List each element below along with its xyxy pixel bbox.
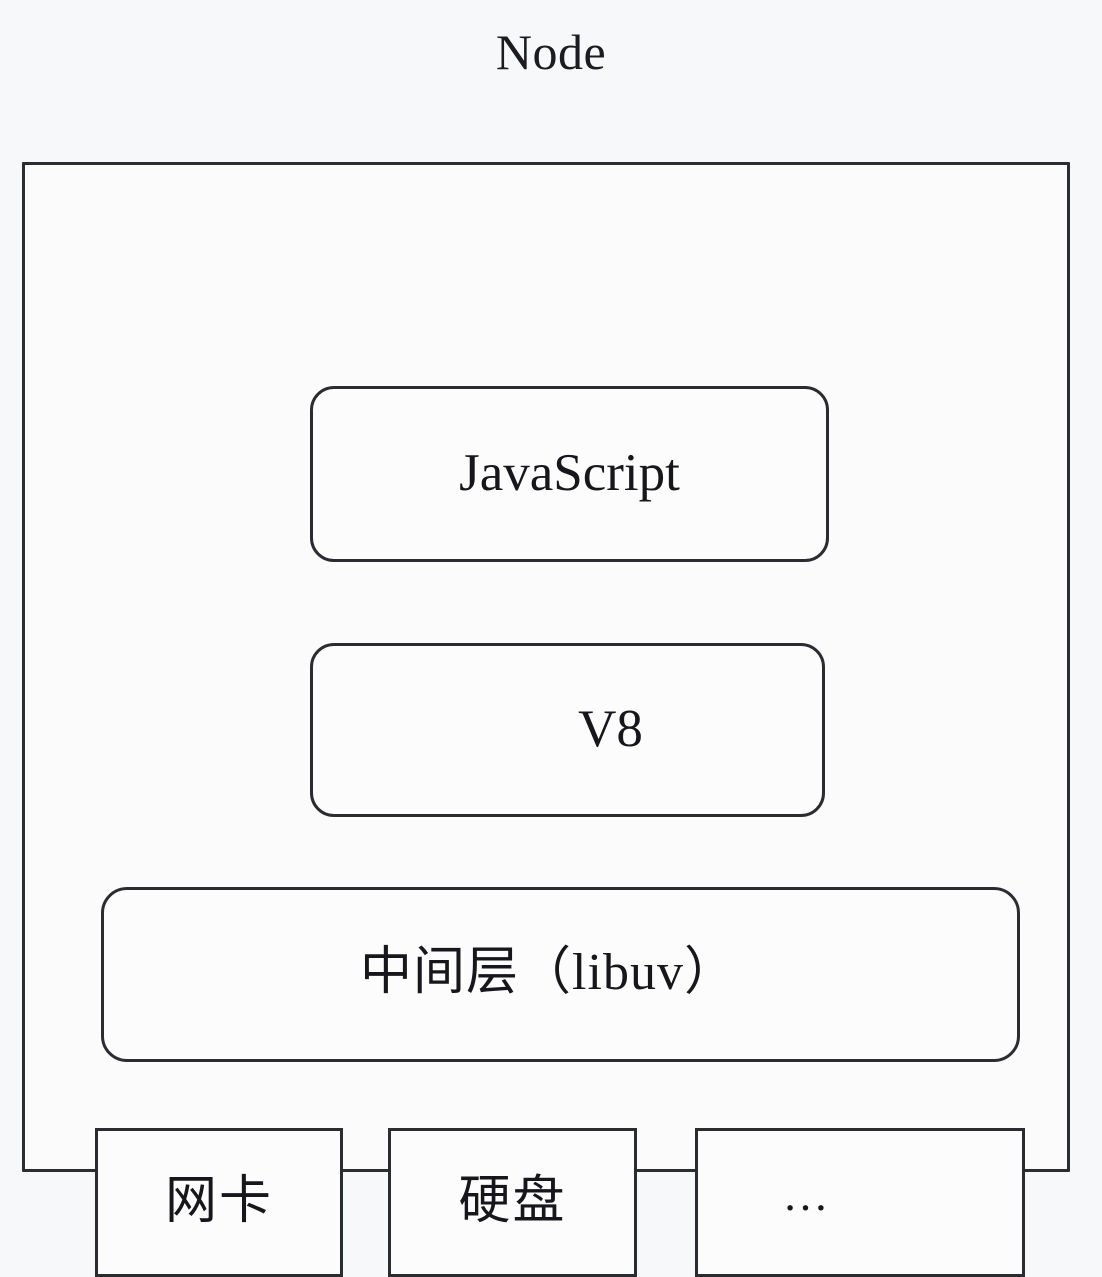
layer-box-v8: V8 [310, 643, 825, 817]
layer-label-javascript: JavaScript [459, 443, 680, 502]
layer-label-v8: V8 [578, 699, 643, 758]
device-box-hard-disk: 硬盘 [388, 1128, 637, 1277]
device-label-network-card: 网卡 [164, 1172, 273, 1230]
node-runtime-container: JavaScript V8 中间层（libuv） 网卡 硬盘 … [22, 162, 1070, 1277]
node-architecture-diagram: Node JavaScript V8 中间层（libuv） 网卡 硬盘 … [22, 24, 1070, 1277]
device-box-network-card: 网卡 [95, 1128, 343, 1277]
layer-box-javascript: JavaScript [310, 386, 829, 562]
device-label-hard-disk: 硬盘 [458, 1172, 567, 1230]
layer-box-libuv: 中间层（libuv） [101, 887, 1020, 1062]
page-title: Node [495, 24, 607, 80]
layer-label-libuv: 中间层（libuv） [360, 943, 737, 1001]
device-box-more: … [695, 1128, 1025, 1277]
device-label-more-ellipsis: … [782, 1168, 834, 1220]
